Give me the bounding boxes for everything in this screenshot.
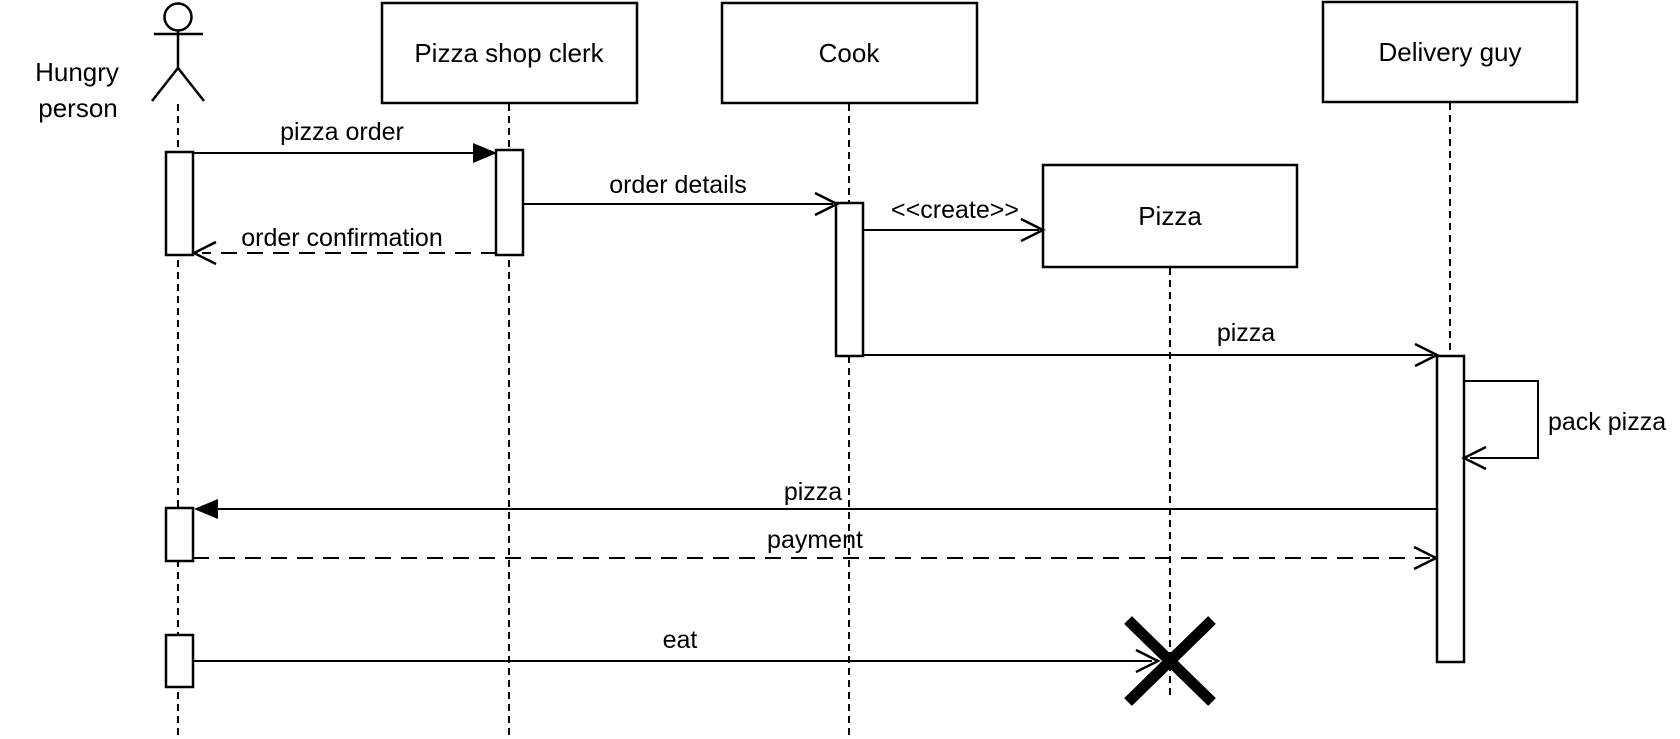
activation-bar-cook [834,201,865,358]
arrowhead-open-left-icon [191,240,217,266]
message-pizza-to-delivery: pizza [864,319,1440,368]
message-label: pizza order [280,118,404,146]
arrowhead-open-right-icon [1414,342,1440,368]
participant-label-hungry: Hungry [35,57,119,87]
participant-label: Delivery guy [1378,37,1521,67]
arrowhead-filled-right-icon [473,143,497,163]
participant-rect [1321,0,1579,104]
participant-label-person: person [38,93,118,123]
activation-bar-delivery [1435,354,1466,664]
participant-box-pizza-shop-clerk: Pizza shop clerk [380,1,639,105]
message-label: eat [663,626,698,654]
activation-bar-hungry-3 [164,633,195,689]
destroy-cross-icon [1124,616,1216,706]
message-label: <<create>> [891,196,1019,224]
activation-bar-clerk [494,148,525,257]
actor-head [163,2,193,32]
participant-label: Pizza shop clerk [414,38,604,68]
message-order-details: order details [523,171,840,217]
arrowhead-open-right-icon [814,191,840,217]
actor-hungry-person [151,2,205,102]
message-label: pack pizza [1548,408,1666,436]
destroy-cross-stroke [1124,616,1216,706]
message-label: pizza [1217,319,1275,347]
message-eat: eat [193,626,1161,674]
message-label: pizza [784,478,842,506]
participant-rect [720,1,979,105]
message-pizza-order: pizza order [194,118,497,163]
participant-box-pizza: Pizza [1041,163,1299,269]
participant-box-delivery-guy: Delivery guy [1321,0,1579,104]
message-order-confirmation: order confirmation [191,224,497,266]
message-create: <<create>> [864,196,1046,243]
arrowhead-open-right-icon [1135,648,1161,674]
message-label: order details [609,171,747,199]
message-pizza-to-hungry: pizza [194,478,1437,519]
activation-bar-hungry-1 [164,150,195,257]
participant-rect [380,1,639,105]
activation-bar-hungry-2 [164,506,195,563]
message-label: payment [767,526,863,554]
participant-box-cook: Cook [720,1,979,105]
message-pack-pizza: pack pizza [1461,380,1666,471]
self-message-loop [1464,380,1539,459]
participant-rect [1041,163,1299,269]
message-payment: payment [193,526,1439,571]
message-label: order confirmation [241,224,442,252]
arrowhead-open-right-icon [1020,217,1046,243]
actor-leg-right [177,67,205,102]
participant-label: Cook [819,38,881,68]
participant-label: Pizza [1138,201,1202,231]
arrowhead-open-right-icon [1413,545,1439,571]
actor-leg-left [151,67,179,102]
arrowhead-filled-left-icon [194,499,218,519]
arrowhead-open-left-icon [1461,445,1487,471]
